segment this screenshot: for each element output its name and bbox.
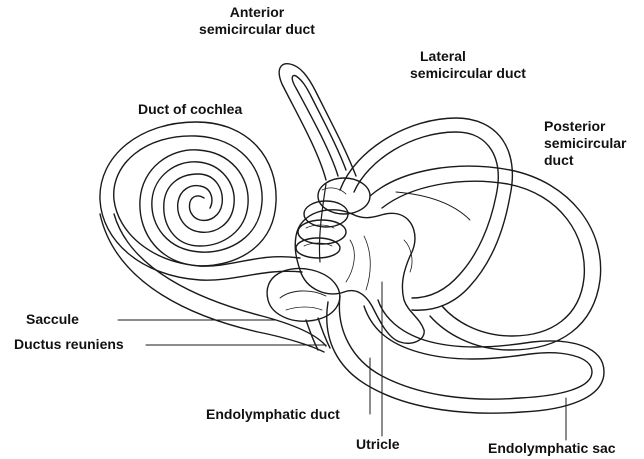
label-endolymphatic-duct: Endolymphatic duct bbox=[206, 406, 340, 423]
posterior-semicircular-duct-loop bbox=[370, 166, 601, 350]
lateral-semicircular-duct-loop bbox=[340, 118, 512, 310]
label-anterior-line-1: Anterior bbox=[172, 4, 342, 21]
endolymphatic-duct-and-sac bbox=[327, 296, 604, 413]
label-saccule: Saccule bbox=[26, 311, 79, 328]
label-utricle: Utricle bbox=[356, 436, 400, 453]
label-lateral-line-1: Lateral bbox=[410, 48, 580, 65]
utricle-shape bbox=[295, 210, 424, 343]
label-posterior-line-3: duct bbox=[544, 152, 644, 169]
anterior-semicircular-duct-loop bbox=[279, 64, 356, 262]
saccule-shape bbox=[267, 268, 340, 321]
cochlear-duct-spiral bbox=[100, 122, 326, 352]
label-ductus-reuniens: Ductus reuniens bbox=[14, 336, 124, 353]
label-endolymphatic-sac: Endolymphatic sac bbox=[488, 440, 616, 457]
label-posterior-line-1: Posterior bbox=[544, 118, 644, 135]
label-leader-lines bbox=[118, 282, 566, 440]
label-posterior-semicircular-duct: Posterior semicircular duct bbox=[544, 118, 644, 169]
label-lateral-line-2: semicircular duct bbox=[410, 65, 580, 82]
label-duct-of-cochlea: Duct of cochlea bbox=[138, 101, 242, 118]
label-posterior-line-2: semicircular bbox=[544, 135, 644, 152]
label-lateral-semicircular-duct: Lateral semicircular duct bbox=[410, 48, 580, 82]
label-anterior-line-2: semicircular duct bbox=[172, 21, 342, 38]
label-anterior-semicircular-duct: Anterior semicircular duct bbox=[172, 4, 342, 38]
